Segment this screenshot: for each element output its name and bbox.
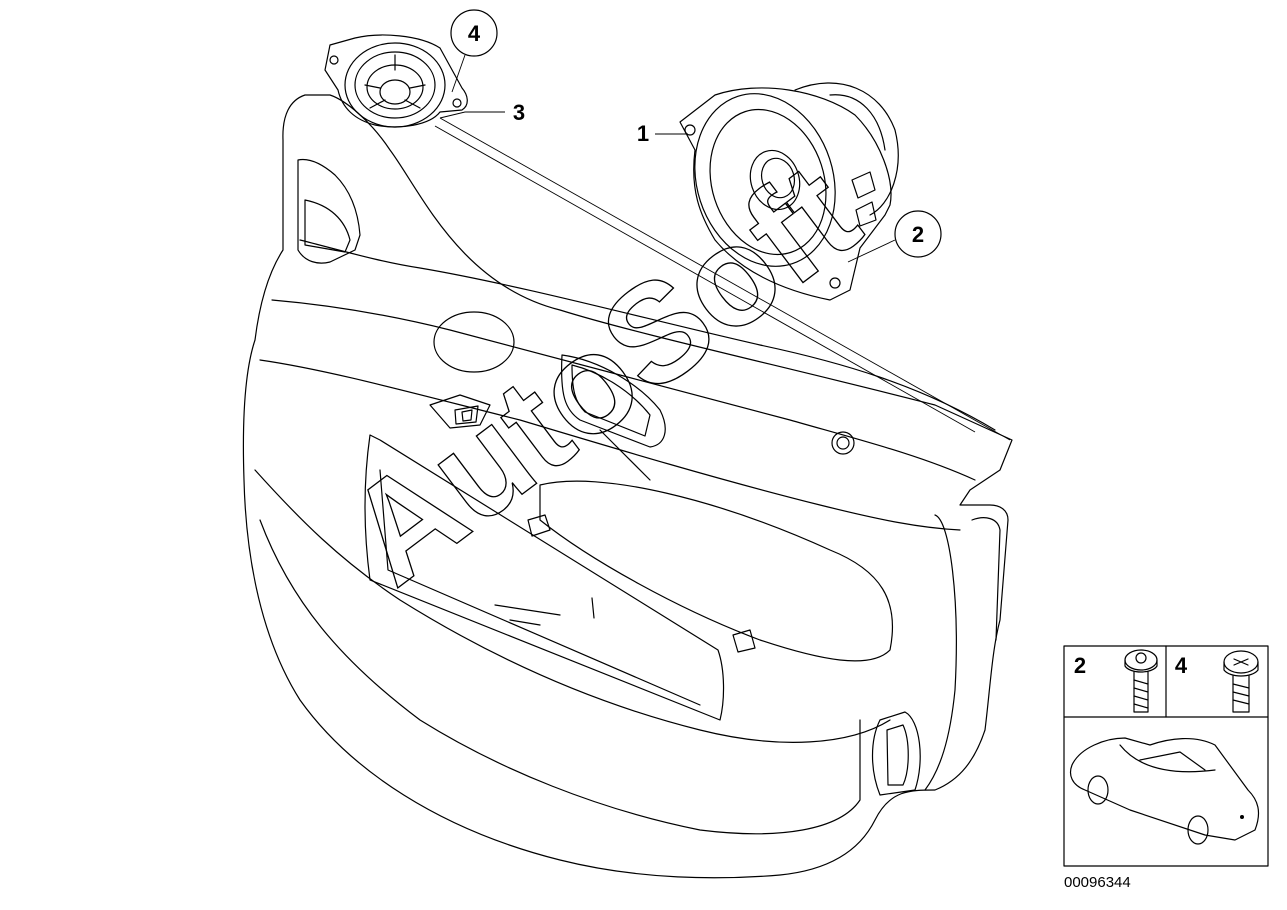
callout-1-label: 1 (637, 121, 649, 146)
fastener-legend: 2 4 (1063, 645, 1269, 867)
callout-4-label: 4 (468, 21, 481, 46)
door-trim-panel (242, 94, 1013, 879)
diagram-reference-number: 00096344 (1064, 874, 1131, 891)
callout-1: 1 (637, 121, 688, 146)
car-location-icon (1069, 737, 1260, 845)
callout-2: 2 (847, 210, 942, 263)
callout-3-label: 3 (513, 100, 525, 125)
phillips-screw-icon (1223, 650, 1259, 713)
legend-screw-2-label: 2 (1074, 653, 1086, 678)
watermark-text: AutoSoft (319, 133, 885, 614)
callout-2-label: 2 (912, 222, 924, 247)
legend-screw-4-label: 4 (1175, 653, 1188, 678)
callout-4: 4 (450, 9, 498, 93)
tweeter-speaker (324, 34, 468, 128)
torx-screw-icon (1124, 649, 1158, 713)
door-speaker (679, 82, 899, 301)
callout-3: 3 (439, 100, 525, 125)
